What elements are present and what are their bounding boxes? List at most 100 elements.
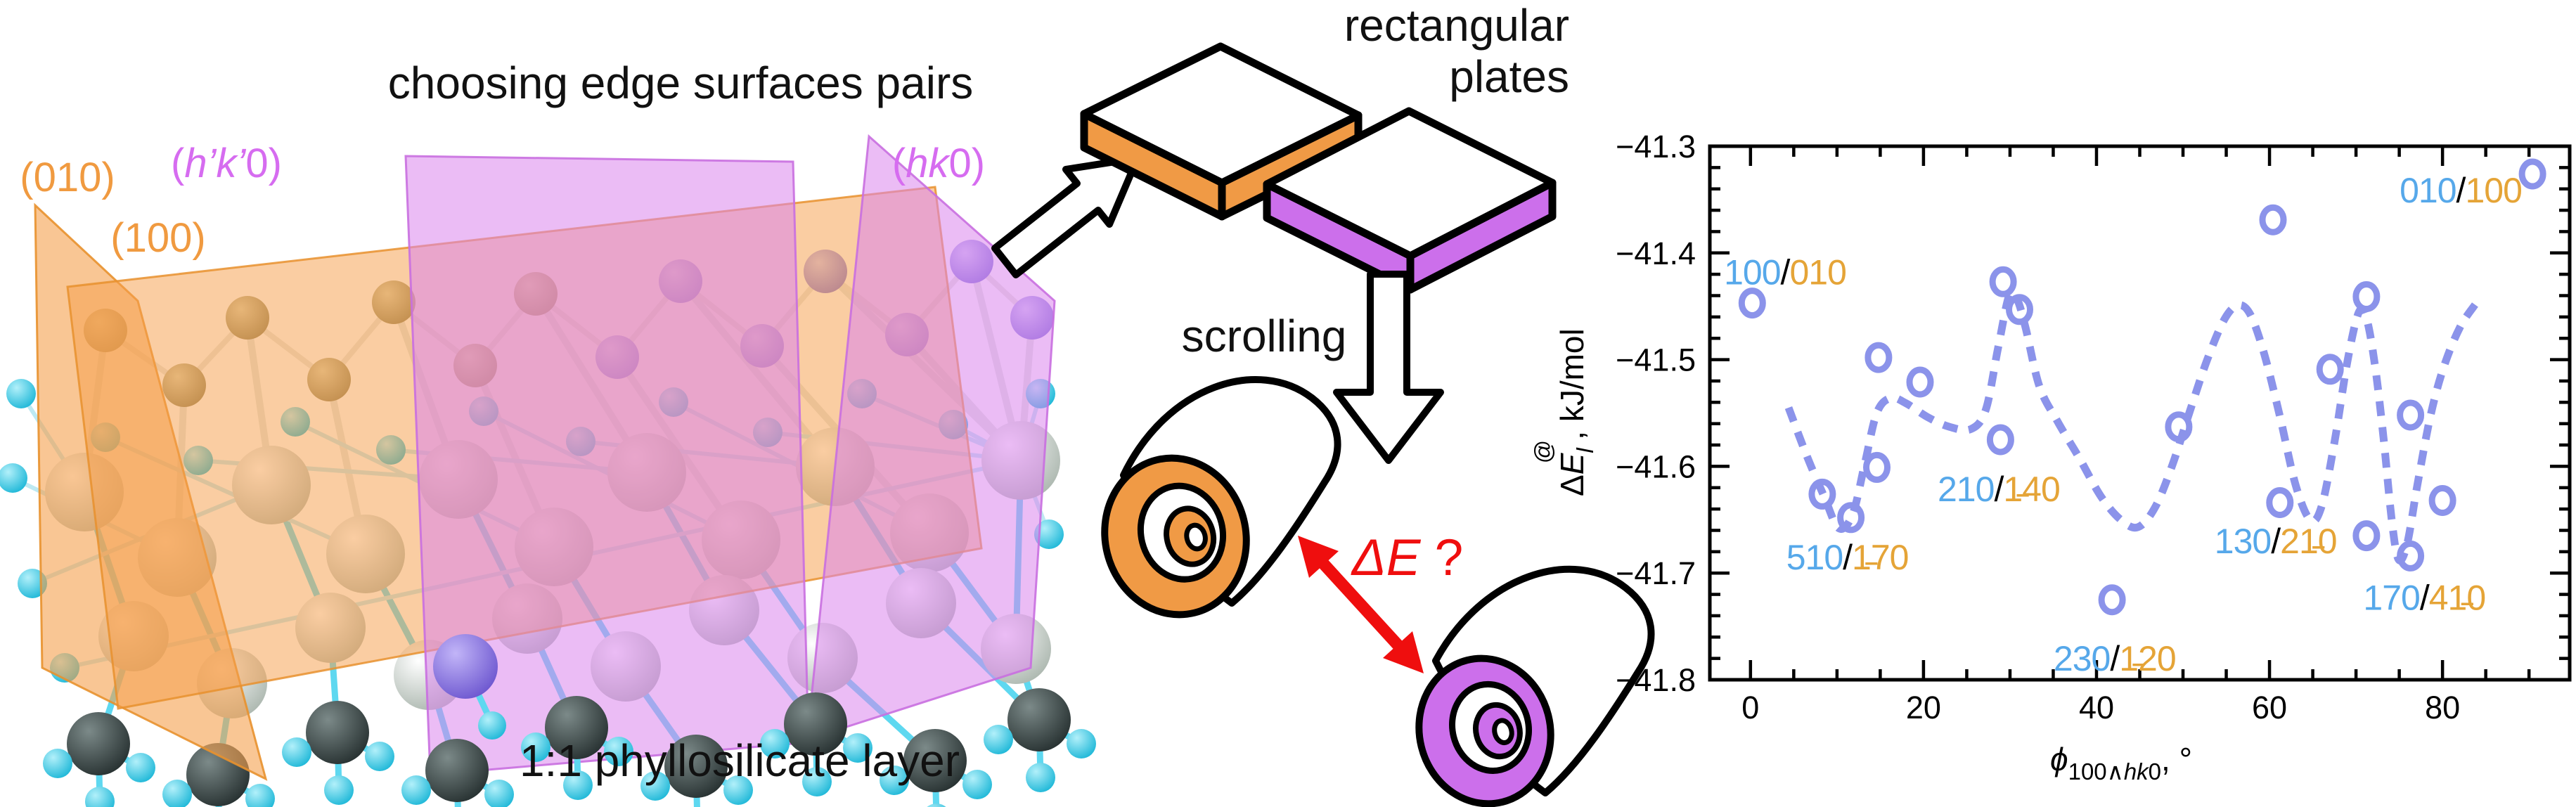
red-arrowhead-up xyxy=(1298,536,1339,578)
orange-scroll xyxy=(1101,375,1341,619)
data-point xyxy=(1808,478,1836,510)
point-label: 100/010 xyxy=(1724,253,1846,292)
energy-scatter-chart: 100/010510/1̵70210/1̵40230/1̵20130/21̵01… xyxy=(1530,129,2572,785)
red-double-arrow-shaft xyxy=(1315,556,1408,654)
atom xyxy=(784,692,847,756)
plot-content: 100/010510/1̵70210/1̵40230/1̵20130/21̵01… xyxy=(1724,158,2546,678)
atom xyxy=(640,771,670,801)
point-label: 510/1̵70 xyxy=(1786,538,1909,577)
x-tick-label: 60 xyxy=(2252,690,2287,725)
atom xyxy=(927,803,946,807)
data-point xyxy=(1837,502,1865,534)
atom xyxy=(43,749,72,778)
x-tick-label: 40 xyxy=(2079,690,2114,725)
data-point xyxy=(1989,266,2017,297)
atom xyxy=(1034,519,1064,549)
point-label: 170/41̵0 xyxy=(2363,579,2485,618)
y-tick-label: −41.4 xyxy=(1616,235,1696,271)
data-point xyxy=(2006,294,2033,325)
delta-e-question-label: ΔE ? xyxy=(1351,529,1464,586)
data-point xyxy=(2165,411,2193,443)
atom xyxy=(245,784,275,807)
plane-label-hprime-kprime-0: (h’k’0) xyxy=(171,141,282,186)
data-point xyxy=(2352,281,2381,312)
atom xyxy=(1067,729,1096,758)
atom xyxy=(962,770,992,799)
y-tick-label: −41.7 xyxy=(1616,555,1696,591)
plane-label-010: (010) xyxy=(20,155,115,200)
atom xyxy=(760,729,790,758)
atom xyxy=(282,737,311,767)
molecule-layer-front xyxy=(282,634,1096,807)
y-tick-label: −41.5 xyxy=(1616,342,1696,378)
y-tick-label: −41.8 xyxy=(1616,662,1696,698)
y-axis-title: ΔEl@, kJ/mol xyxy=(1530,328,1598,496)
purple-scroll xyxy=(1415,565,1655,807)
arrow-down-icon xyxy=(1333,271,1444,464)
crystal-planes xyxy=(34,134,1056,781)
data-point xyxy=(2397,399,2425,431)
point-label: 230/1̵20 xyxy=(2054,639,2176,678)
scrolling-label: scrolling xyxy=(1182,311,1347,361)
choosing-pairs-label: choosing edge surfaces pairs xyxy=(388,58,974,108)
y-tick-label: −41.3 xyxy=(1616,129,1696,164)
data-point xyxy=(2316,354,2344,385)
atom xyxy=(306,701,369,764)
atom xyxy=(85,787,115,807)
x-axis-title: ϕ100∧hk0, ° xyxy=(2050,741,2192,785)
atom xyxy=(324,775,354,805)
atom xyxy=(903,729,967,792)
data-point xyxy=(1865,342,1893,373)
atom xyxy=(880,766,909,795)
atom xyxy=(433,634,498,699)
orange-plate-top xyxy=(1080,42,1363,187)
atom xyxy=(723,775,753,805)
data-point xyxy=(2266,487,2294,518)
trend-line xyxy=(1784,288,2480,564)
atom xyxy=(843,733,872,763)
data-point xyxy=(2098,584,2126,616)
purple-plate-top xyxy=(1263,107,1557,260)
atom xyxy=(802,767,832,796)
data-point xyxy=(1986,424,2014,456)
data-point xyxy=(2397,540,2425,572)
red-arrowhead-down xyxy=(1383,631,1424,673)
plane-label-hk0: (hk0) xyxy=(892,141,985,186)
rectangular-plates-label-line2: plates xyxy=(1449,51,1569,102)
atom xyxy=(162,780,192,807)
atom xyxy=(604,737,633,766)
data-point xyxy=(1738,288,1766,319)
delta-e-comparison: ΔE ? xyxy=(1298,529,1463,673)
point-label: 010/100 xyxy=(2400,171,2522,210)
atom xyxy=(563,770,593,800)
workflow-diagram: choosing edge surfaces pairs rectangular… xyxy=(388,0,1655,807)
atom xyxy=(0,463,27,493)
atom xyxy=(484,780,514,807)
x-tick-label: 0 xyxy=(1741,690,1759,725)
atom xyxy=(126,753,155,782)
atom xyxy=(664,735,728,798)
atom xyxy=(67,712,130,775)
phyllosilicate-illustration: (010) (100) (h’k’0) (hk0) 1:1 phyllosili… xyxy=(0,134,1096,807)
atom xyxy=(6,379,36,408)
atom xyxy=(1007,688,1071,751)
data-point xyxy=(2259,204,2287,235)
orange-plate xyxy=(1080,42,1363,221)
atom xyxy=(401,775,431,805)
arrow-up-right-icon xyxy=(991,155,1141,278)
atom xyxy=(984,725,1013,754)
rectangular-plates-label-line1: rectangular xyxy=(1344,0,1569,51)
y-tick-label: −41.6 xyxy=(1616,448,1696,484)
data-point xyxy=(2428,485,2456,516)
data-point xyxy=(1863,451,1891,483)
x-tick-label: 20 xyxy=(1906,690,1941,725)
atom xyxy=(521,732,550,762)
atom xyxy=(425,739,489,802)
atom xyxy=(365,742,394,771)
layer-caption: 1:1 phyllosilicate layer xyxy=(520,735,960,786)
point-label: 130/21̵0 xyxy=(2215,522,2337,561)
data-point xyxy=(2518,158,2546,190)
atom xyxy=(545,696,608,759)
